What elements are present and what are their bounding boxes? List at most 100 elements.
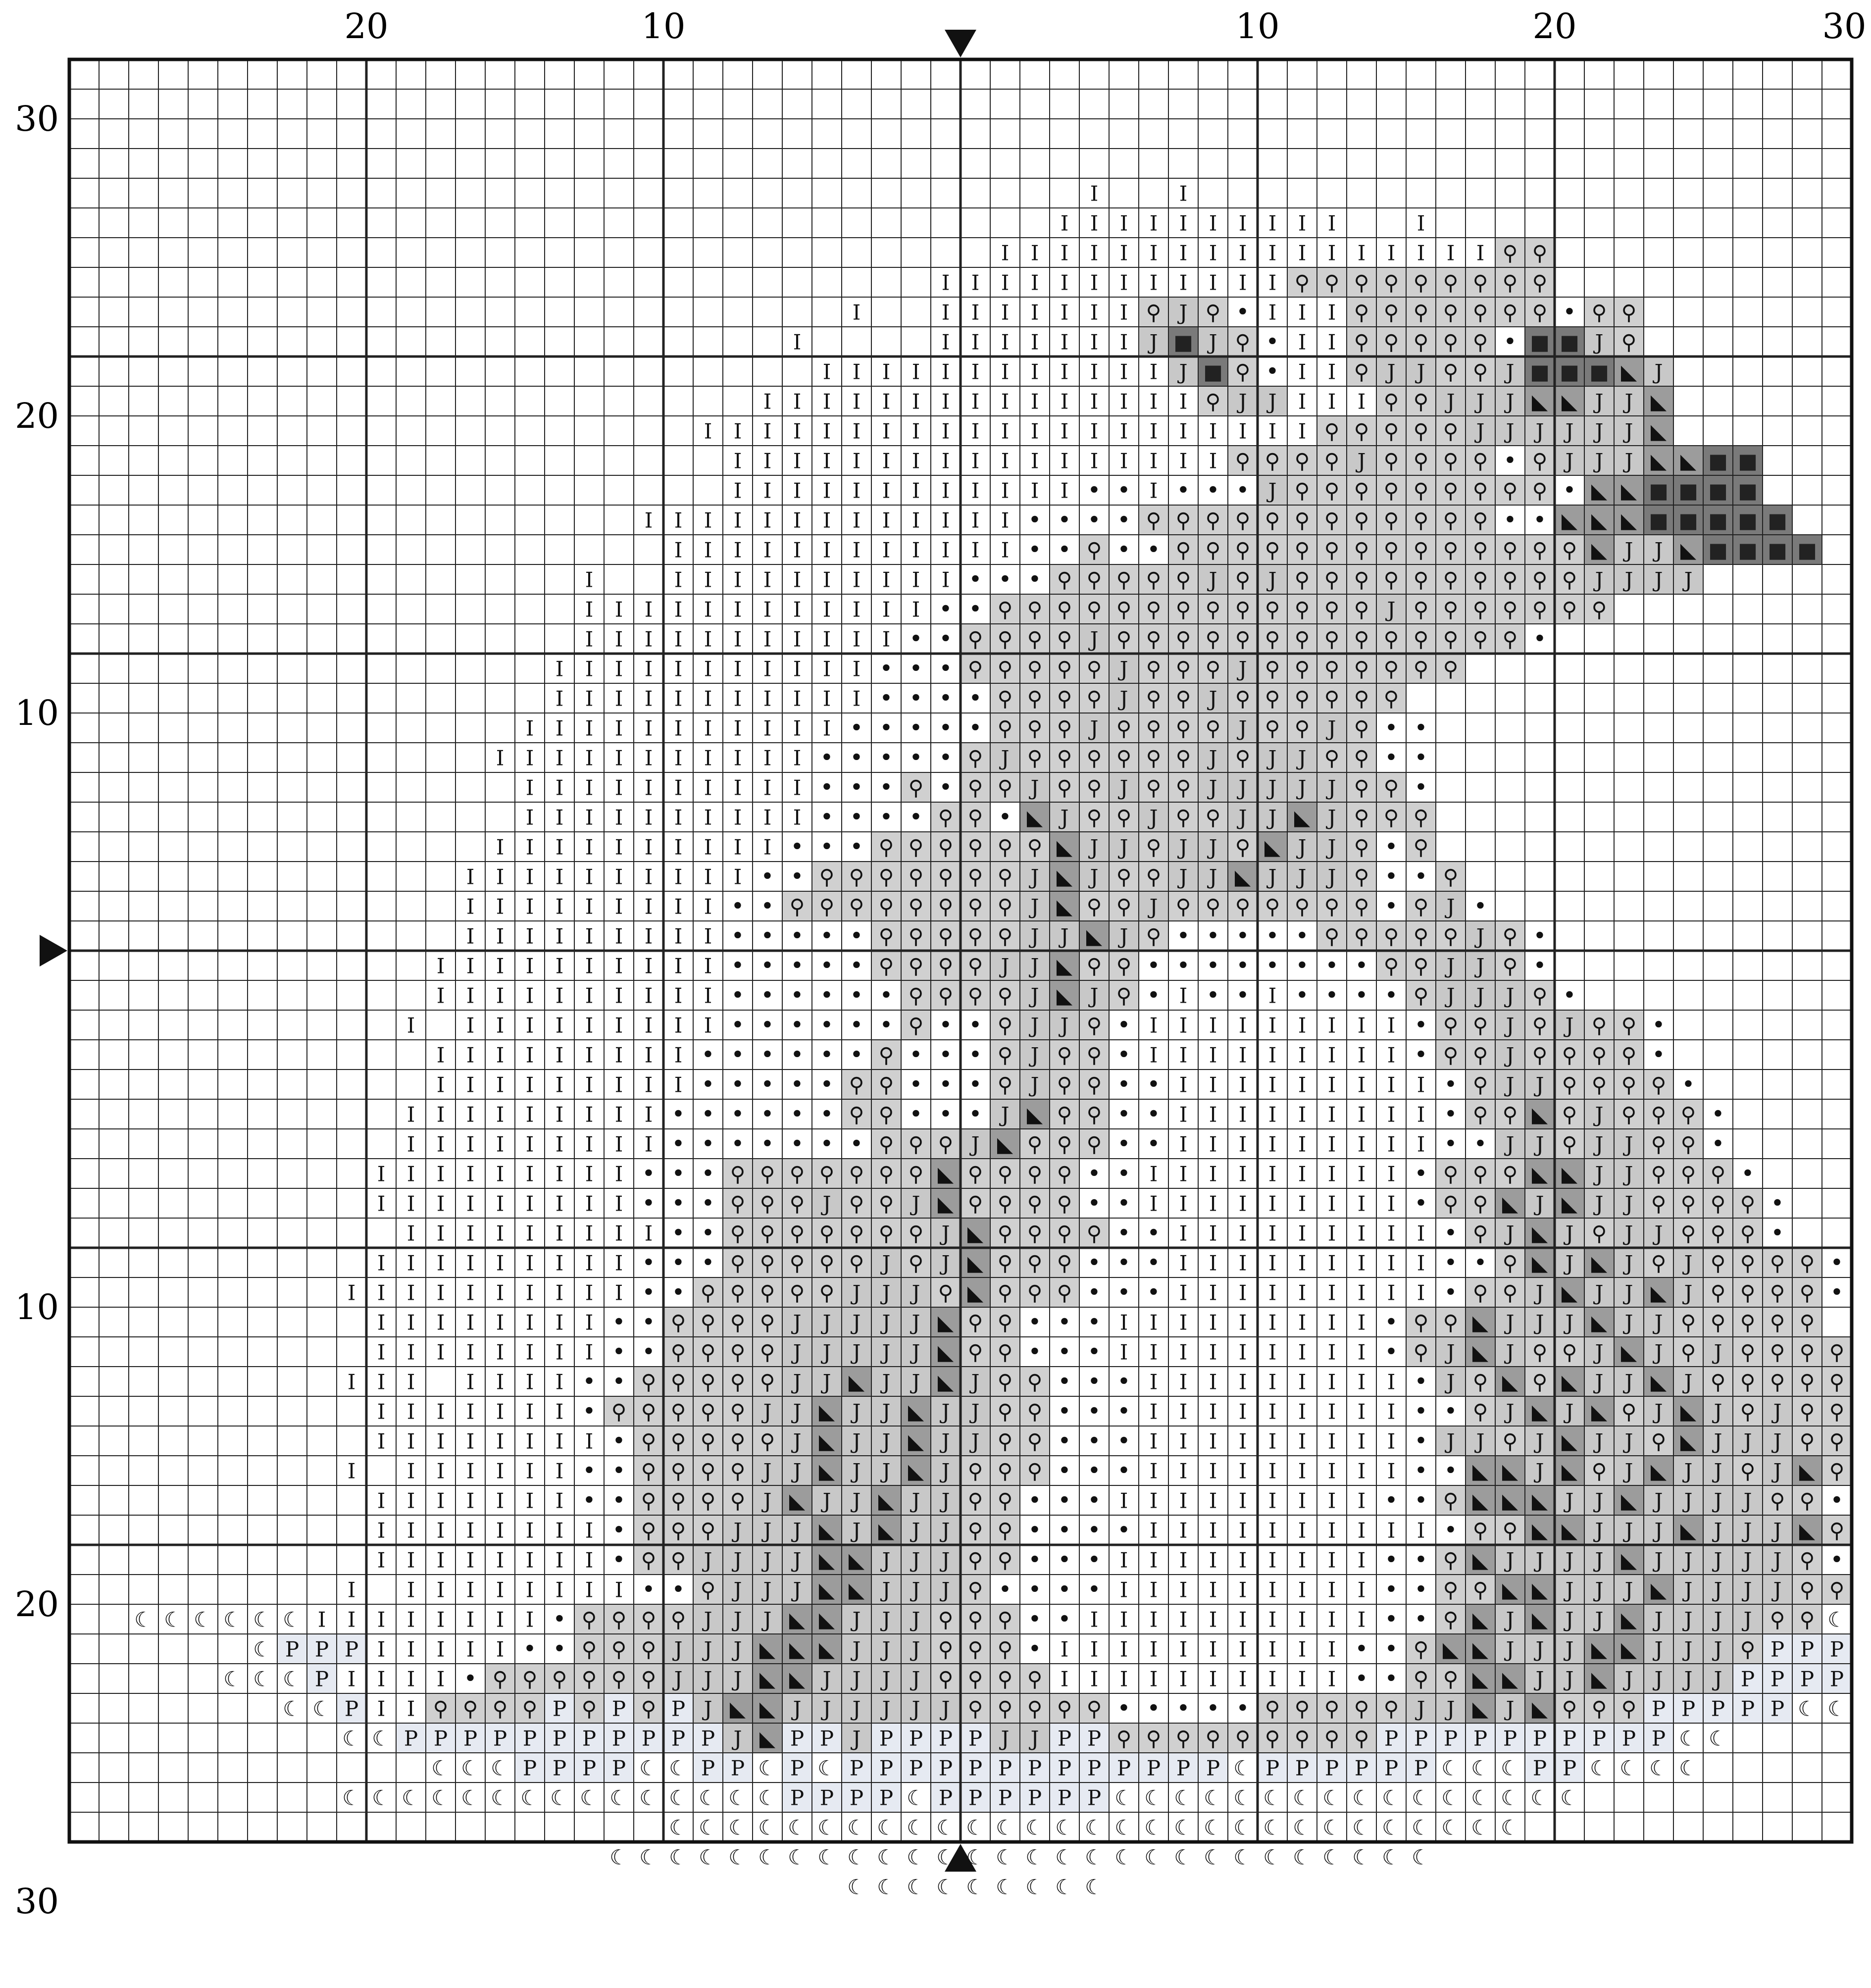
svg-text:•: •: [1147, 1279, 1160, 1306]
stitch-J: J: [1555, 1545, 1584, 1575]
svg-text:⚲: ⚲: [1473, 479, 1488, 503]
svg-text:I: I: [1358, 390, 1366, 414]
svg-text:I: I: [1209, 271, 1217, 295]
stitch-I: I: [1406, 1099, 1436, 1129]
svg-text:I: I: [645, 1103, 653, 1127]
stitch-B: ◣: [1584, 1248, 1614, 1277]
stitch-I: I: [990, 446, 1020, 475]
stitch-I: I: [1376, 1040, 1406, 1070]
svg-text:•: •: [1117, 1249, 1130, 1276]
svg-text:•: •: [879, 744, 893, 771]
stitch-I: I: [1139, 1040, 1168, 1070]
stitch-J: J: [871, 1396, 901, 1426]
stitch-B: ◣: [1584, 1664, 1614, 1693]
svg-text:⚲: ⚲: [790, 895, 805, 919]
stitch-P: P: [574, 1723, 604, 1753]
stitch-dot: •: [931, 713, 961, 743]
stitch-I: I: [1258, 1604, 1287, 1634]
stitch-I: I: [1287, 1515, 1317, 1545]
svg-text:I: I: [1209, 1222, 1217, 1246]
svg-text:⚲: ⚲: [1146, 865, 1162, 889]
svg-text:I: I: [615, 1103, 623, 1127]
svg-text:I: I: [1061, 301, 1069, 325]
svg-text:•: •: [1384, 714, 1398, 741]
stitch-I: I: [485, 1337, 515, 1367]
stitch-P: P: [1139, 1753, 1168, 1783]
svg-text:J: J: [1504, 360, 1515, 384]
stitch-B: ◣: [782, 1664, 812, 1693]
svg-text:I: I: [1061, 241, 1069, 265]
stitch-I: I: [337, 1277, 366, 1307]
svg-text:⚲: ⚲: [1087, 657, 1102, 681]
stitch-I: I: [1287, 1040, 1317, 1070]
stitch-Q: ⚲: [753, 1337, 782, 1367]
svg-text:I: I: [585, 716, 594, 741]
stitch-B: ◣: [1614, 1485, 1644, 1515]
svg-text:I: I: [585, 1281, 594, 1305]
stitch-dot: •: [901, 802, 931, 832]
stitch-Q: ⚲: [961, 1485, 990, 1515]
svg-text:⚲: ⚲: [1235, 746, 1251, 770]
svg-text:•: •: [1770, 1220, 1784, 1246]
svg-text:I: I: [556, 865, 564, 889]
svg-text:⚲: ⚲: [1116, 627, 1132, 652]
svg-text:⚲: ⚲: [1354, 895, 1369, 919]
svg-text:⚲: ⚲: [1681, 1192, 1696, 1216]
stitch-I: I: [455, 1604, 485, 1634]
svg-text:J: J: [1623, 1132, 1633, 1157]
svg-text:I: I: [1298, 1192, 1307, 1216]
svg-text:•: •: [1176, 477, 1190, 504]
stitch-P: P: [1822, 1634, 1852, 1664]
stitch-Q: ⚲: [1020, 1277, 1050, 1307]
stitch-Q: ⚲: [842, 1159, 871, 1188]
svg-text:•: •: [1325, 952, 1338, 979]
svg-text:⚲: ⚲: [1324, 657, 1340, 681]
stitch-J: J: [693, 1693, 723, 1723]
svg-text:⚲: ⚲: [1503, 924, 1518, 949]
stitch-B: ◣: [1525, 1396, 1555, 1426]
stitch-I: I: [663, 564, 693, 594]
svg-text:■: ■: [1738, 479, 1758, 503]
svg-text:◣: ◣: [938, 1192, 954, 1216]
stitch-Q: ⚲: [1436, 1485, 1466, 1515]
svg-text:J: J: [1059, 806, 1069, 830]
svg-text:I: I: [1179, 419, 1188, 444]
stitch-J: J: [1614, 1515, 1644, 1545]
stitch-P: P: [812, 1723, 842, 1753]
stitch-Q: ⚲: [1317, 1693, 1347, 1723]
stitch-Q: ⚲: [1584, 1070, 1614, 1099]
stitch-J: J: [782, 1545, 812, 1575]
stitch-I: I: [545, 1426, 574, 1456]
stitch-I: I: [1168, 1099, 1198, 1129]
stitch-I: I: [396, 1307, 426, 1337]
stitch-J: J: [1644, 1664, 1673, 1693]
left-axis-label: 30: [15, 102, 59, 136]
svg-text:I: I: [407, 1162, 415, 1186]
stitch-dot: •: [961, 713, 990, 743]
svg-text:I: I: [526, 984, 534, 1008]
svg-text:J: J: [1148, 895, 1158, 919]
stitch-dot: •: [753, 1040, 782, 1070]
stitch-Q: ⚲: [1139, 297, 1168, 327]
stitch-M: ☾: [753, 1812, 782, 1842]
stitch-Q: ⚲: [961, 1159, 990, 1188]
stitch-J: J: [901, 1337, 931, 1367]
stitch-I: I: [426, 1515, 455, 1545]
stitch-M: ☾: [1198, 1842, 1228, 1872]
stitch-I: I: [545, 713, 574, 743]
svg-text:I: I: [1239, 271, 1247, 295]
svg-text:•: •: [1533, 625, 1546, 652]
svg-text:J: J: [1207, 865, 1217, 889]
stitch-dot: •: [1228, 297, 1258, 327]
stitch-dot: •: [871, 1010, 901, 1040]
stitch-I: I: [1376, 1070, 1406, 1099]
stitch-I: I: [753, 564, 782, 594]
stitch-Q: ⚲: [901, 862, 931, 891]
stitch-dot: •: [842, 1129, 871, 1159]
stitch-P: P: [990, 1783, 1020, 1812]
stitch-J: J: [931, 1426, 961, 1456]
stitch-I: I: [1168, 980, 1198, 1010]
stitch-dot: •: [1198, 951, 1228, 980]
stitch-Q: ⚲: [842, 1248, 871, 1277]
stitch-dot: •: [1079, 1396, 1109, 1426]
